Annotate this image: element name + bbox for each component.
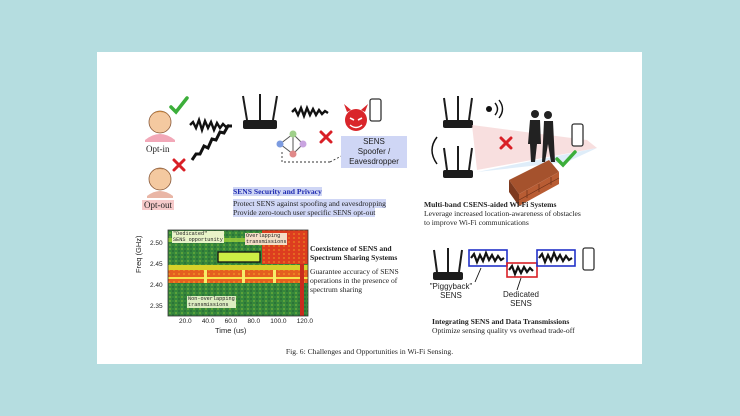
figure-page: Opt-in Opt-out SENS Spoofer / Eavesdropp… bbox=[97, 52, 642, 364]
ytick: 2.45 bbox=[150, 261, 163, 268]
waveform-icon bbox=[189, 116, 230, 134]
coexistence-title-line-1: Coexistence of SENS and bbox=[310, 244, 392, 253]
check-icon bbox=[169, 96, 189, 115]
spectrogram-xlabel: Time (us) bbox=[215, 326, 247, 335]
ytick: 2.50 bbox=[150, 240, 163, 247]
opt-out-label: Opt-out bbox=[142, 200, 174, 210]
xtick: 60.0 bbox=[224, 318, 238, 325]
network-graph-icon bbox=[276, 130, 307, 158]
security-caption: SENS Security and Privacy Protect SENS a… bbox=[233, 181, 386, 217]
annotation-dedicated: "Dedicated" SENS opportunity bbox=[172, 231, 224, 243]
router-icon bbox=[242, 94, 278, 129]
waveform-icon bbox=[508, 263, 534, 277]
phone-icon bbox=[571, 123, 584, 147]
waveform-icon bbox=[291, 104, 329, 120]
router-icon bbox=[443, 146, 473, 178]
cross-icon bbox=[172, 158, 186, 172]
multiband-line-2: to improve Wi-Fi communications bbox=[424, 218, 529, 227]
opt-in-label: Opt-in bbox=[146, 144, 170, 154]
multiband-title: Multi-band CSENS-aided Wi-Fi Systems bbox=[424, 200, 557, 209]
waveform-icon bbox=[538, 250, 573, 265]
multiband-line-1: Leverage increased location-awareness of… bbox=[424, 209, 581, 218]
waveform-icon bbox=[190, 124, 232, 161]
opt-out-person-icon bbox=[147, 167, 173, 198]
cross-icon bbox=[499, 136, 513, 150]
coexistence-line-3: spectrum sharing bbox=[310, 285, 363, 294]
xtick: 100.0 bbox=[270, 318, 287, 325]
phone-icon bbox=[369, 98, 382, 122]
phone-icon bbox=[582, 247, 595, 271]
multiband-caption: Multi-band CSENS-aided Wi-Fi Systems Lev… bbox=[424, 200, 581, 227]
signal-icon bbox=[486, 99, 504, 119]
security-line-1: Protect SENS against spoofing and eavesd… bbox=[233, 199, 386, 208]
spectrogram-xticks: 20.0 40.0 60.0 80.0 100.0 120.0 bbox=[179, 318, 313, 325]
check-icon bbox=[555, 150, 577, 168]
cross-icon bbox=[319, 130, 333, 144]
annotation-non-overlapping: Non-overlapping transmissions bbox=[187, 296, 236, 308]
ytick: 2.40 bbox=[150, 282, 163, 289]
integration-title: Integrating SENS and Data Transmissions bbox=[432, 317, 570, 326]
piggyback-label: "Piggyback" SENS bbox=[429, 282, 473, 300]
xtick: 20.0 bbox=[179, 318, 192, 325]
integration-caption: Integrating SENS and Data Transmissions … bbox=[432, 317, 575, 335]
router-icon bbox=[443, 96, 473, 128]
brick-wall-icon bbox=[509, 160, 560, 206]
integration-line-1: Optimize sensing quality vs overhead tra… bbox=[432, 326, 575, 335]
coexistence-line-2: operations in the presence of bbox=[310, 276, 398, 285]
coexistence-caption: Coexistence of SENS and Spectrum Sharing… bbox=[310, 244, 399, 294]
router-icon bbox=[433, 248, 463, 280]
spectrogram-ylabel: Freq (GHz) bbox=[134, 235, 143, 274]
xtick: 40.0 bbox=[201, 318, 215, 325]
couple-silhouette-icon bbox=[528, 110, 555, 162]
dedicated-sens-label: Dedicated SENS bbox=[502, 290, 540, 308]
coexistence-line-1: Guarantee accuracy of SENS bbox=[310, 267, 399, 276]
waveform-icon bbox=[470, 250, 505, 265]
security-title: SENS Security and Privacy bbox=[233, 187, 322, 196]
spectrogram-yticks: 2.50 2.45 2.40 2.35 bbox=[150, 233, 163, 317]
xtick: 120.0 bbox=[296, 318, 313, 325]
xtick: 80.0 bbox=[247, 318, 261, 325]
ytick: 2.35 bbox=[150, 303, 163, 310]
coexistence-title-line-2: Spectrum Sharing Systems bbox=[310, 253, 398, 262]
figure-caption: Fig. 6: Challenges and Opportunities in … bbox=[285, 347, 454, 356]
devil-spoofer-icon bbox=[344, 104, 368, 131]
spoofer-label: SENS Spoofer / Eavesdropper bbox=[341, 136, 407, 168]
annotation-overlapping: Overlapping transmissions bbox=[245, 233, 288, 245]
security-line-2: Provide zero-touch user specific SENS op… bbox=[233, 208, 376, 217]
opt-in-person-icon bbox=[145, 110, 175, 142]
